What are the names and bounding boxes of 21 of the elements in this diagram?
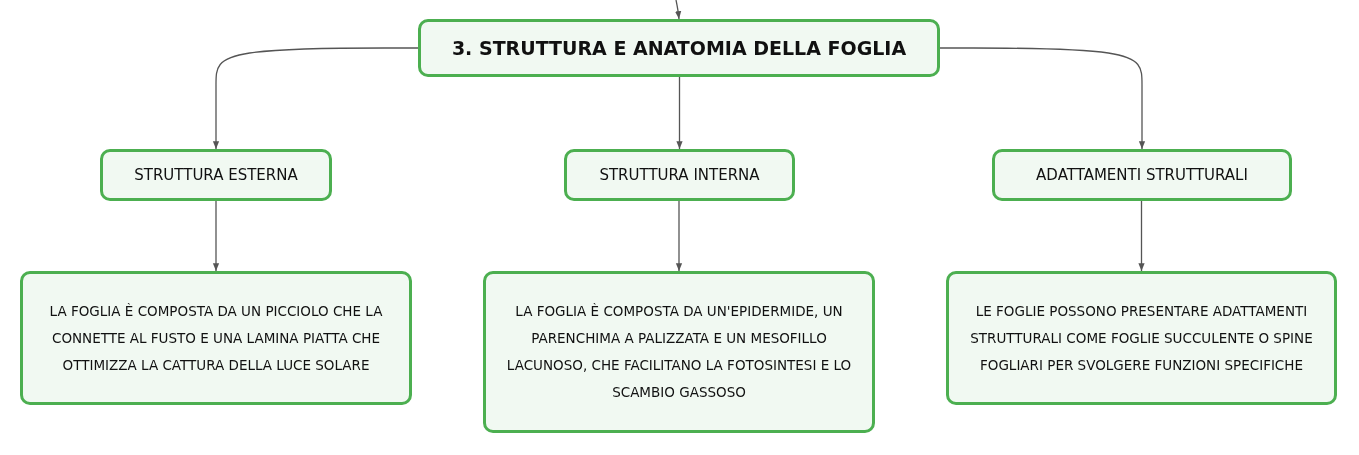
subtopic-box <box>100 149 332 201</box>
arrow <box>675 0 682 20</box>
node-text: LA FOGLIA È COMPOSTA DA UN PICCIOLO CHE LA CONNETTE AL FUSTO E UNA LAMINA PIATTA CHE OTTIMIZZA LA CATTURA DELLA LUCE SOLARE <box>48 301 384 375</box>
node-text: ADATTAMENTI STRUTTURALI <box>1036 166 1248 184</box>
node-text: LE FOGLIE POSSONO PRESENTARE ADATTAMENTI STRUTTURALI COME FOGLIE SUCCULENTE O SPINE FOGLIARI PER SVOLGERE FUNZIONI SPECIFICHE <box>969 301 1314 375</box>
subtopic-box <box>992 149 1292 201</box>
description-box <box>20 271 412 405</box>
arrow <box>676 76 683 150</box>
arrow <box>675 200 683 272</box>
node-text: LA FOGLIA È COMPOSTA DA UN'EPIDERMIDE, UN PARENCHIMA A PALIZZATA E UN MESOFILLO LACUNOSO, CHE FACILITANO LA FOTOSINTESI E LO SCAMBIO GASSOSO <box>505 302 853 402</box>
arrow <box>212 47 419 150</box>
description-box <box>483 271 875 433</box>
subtopic-box <box>564 149 795 201</box>
arrow <box>1138 200 1145 272</box>
arrow <box>939 47 1146 150</box>
node-text: 3. STRUTTURA E ANATOMIA DELLA FOGLIA <box>451 37 907 59</box>
arrow <box>212 200 220 272</box>
topic-box <box>418 19 940 77</box>
description-box <box>946 271 1337 405</box>
node-text: STRUTTURA INTERNA <box>599 166 760 184</box>
node-text: STRUTTURA ESTERNA <box>134 166 298 184</box>
